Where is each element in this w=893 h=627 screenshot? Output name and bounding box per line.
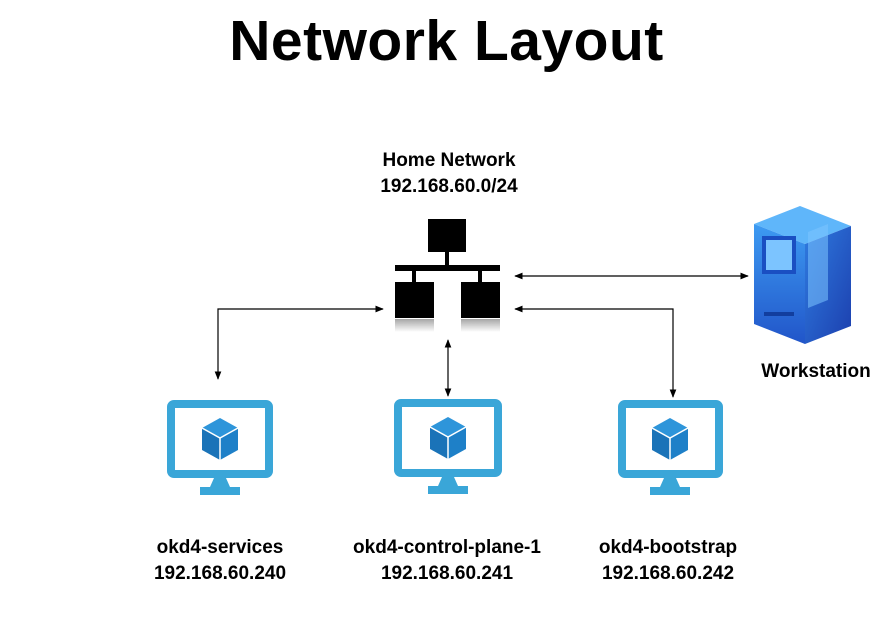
vm-name: okd4-bootstrap [598,537,738,558]
vm-label-control-plane: okd4-control-plane-1 192.168.60.241 [322,535,572,587]
vm-ip: 192.168.60.241 [380,563,514,584]
network-switch-icon [395,219,500,332]
workstation-icon [754,206,851,344]
vm-name: okd4-services [156,537,284,558]
connector-switch-bootstrap [514,305,677,398]
vm-monitor-icon-bootstrap [618,400,723,495]
network-subnet: 192.168.60.0/24 [380,176,518,197]
network-name: Home Network [382,150,516,171]
vm-ip: 192.168.60.240 [153,563,287,584]
vm-monitor-icon-services [167,400,273,495]
vm-label-services: okd4-services 192.168.60.240 [120,535,320,587]
vm-monitor-icon-control-plane [394,399,502,494]
vm-ip: 192.168.60.242 [601,563,735,584]
network-label: Home Network 192.168.60.0/24 [349,148,549,200]
connector-switch-services [214,305,384,380]
vm-name: okd4-control-plane-1 [353,537,541,558]
diagram-title: Network Layout [229,9,664,73]
workstation-label: Workstation [761,361,871,382]
vm-label-bootstrap: okd4-bootstrap 192.168.60.242 [568,535,768,587]
connector-lines [214,272,749,398]
